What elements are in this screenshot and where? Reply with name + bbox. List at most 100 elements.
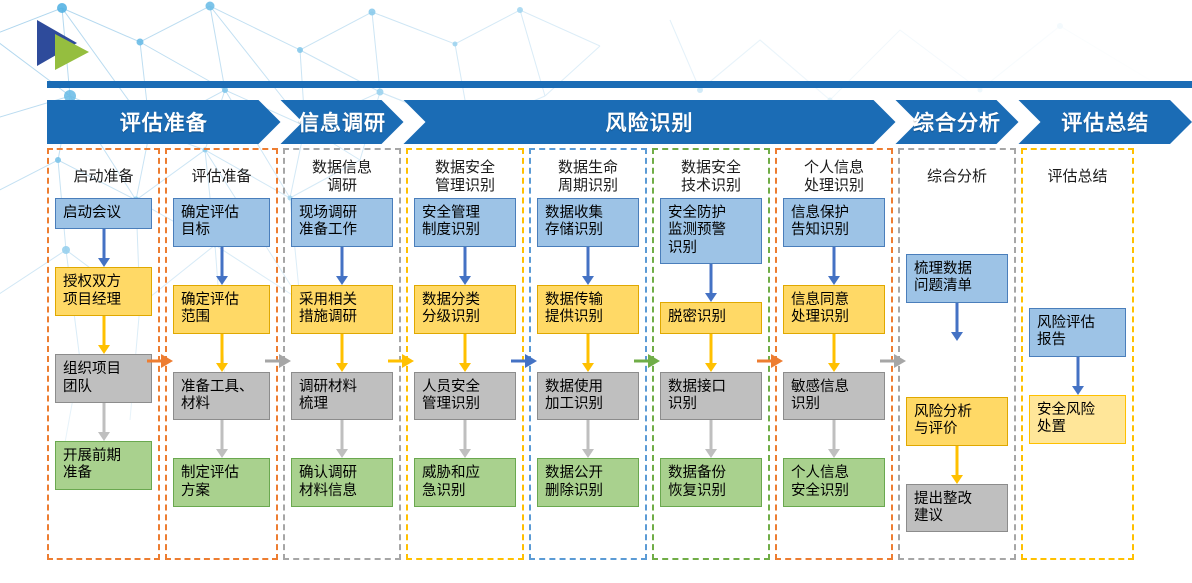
process-node[interactable]: 人员安全 管理识别 xyxy=(414,371,516,421)
process-columns: 启动准备启动会议授权双方 项目经理组织项目 团队开展前期 准备评估准备确定评估 … xyxy=(47,148,1192,560)
process-node[interactable]: 启动会议 xyxy=(55,198,152,230)
node-connector xyxy=(291,333,393,372)
stage-chevron[interactable] xyxy=(47,100,281,144)
process-node[interactable]: 信息保护 告知识别 xyxy=(783,198,885,247)
stage-label: 综合分析 xyxy=(913,112,1001,135)
process-node[interactable]: 数据分类 分级识别 xyxy=(414,284,516,334)
flow-arrow xyxy=(582,246,594,285)
process-node[interactable]: 数据接口 识别 xyxy=(660,371,762,421)
stage-banner-shapes xyxy=(47,100,1192,144)
process-node[interactable]: 安全管理 制度识别 xyxy=(414,198,516,247)
process-node[interactable]: 提出整改 建议 xyxy=(906,483,1008,533)
process-column-3: 数据信息 调研现场调研 准备工作采用相关 措施调研调研材料 梳理确认调研 材料信… xyxy=(283,148,401,560)
play-triangle-logo xyxy=(37,20,89,70)
process-node[interactable]: 采用相关 措施调研 xyxy=(291,284,393,334)
flow-arrow xyxy=(705,333,717,372)
node-connector xyxy=(414,246,516,285)
process-node[interactable]: 风险分析 与评价 xyxy=(906,396,1008,446)
process-node[interactable]: 开展前期 准备 xyxy=(55,440,152,490)
process-node[interactable]: 授权双方 项目经理 xyxy=(55,267,152,317)
stage-chevron[interactable] xyxy=(895,100,1019,144)
process-column-1: 启动准备启动会议授权双方 项目经理组织项目 团队开展前期 准备 xyxy=(47,148,160,560)
column-title: 评估总结 xyxy=(1047,168,1108,186)
node-connector xyxy=(906,445,1008,484)
process-node[interactable]: 风险评估 报告 xyxy=(1029,308,1126,357)
process-node[interactable]: 威胁和应 急识别 xyxy=(414,458,516,508)
node-connector xyxy=(1029,356,1126,395)
flow-arrow xyxy=(582,420,594,459)
node-connector xyxy=(783,333,885,372)
process-node[interactable]: 数据使用 加工识别 xyxy=(537,371,639,421)
process-node[interactable]: 数据备份 恢复识别 xyxy=(660,458,762,508)
flow-arrow xyxy=(97,402,110,441)
flow-arrow xyxy=(828,246,840,285)
column-connector-arrow xyxy=(147,352,173,370)
column-title: 个人信息 处理识别 xyxy=(803,159,864,194)
node-connector xyxy=(660,264,762,303)
flow-arrow xyxy=(459,333,471,372)
column-connector-arrow xyxy=(757,352,783,370)
column-connector-arrow xyxy=(634,352,660,370)
column-title: 启动准备 xyxy=(73,168,134,186)
node-connector xyxy=(414,333,516,372)
process-column-2: 评估准备确定评估 目标确定评估 范围准备工具、 材料制定评估 方案 xyxy=(165,148,278,560)
node-connector xyxy=(537,246,639,285)
process-node[interactable]: 现场调研 准备工作 xyxy=(291,198,393,247)
flow-arrow xyxy=(336,420,348,459)
stage-chevron[interactable] xyxy=(403,100,896,144)
process-node[interactable]: 制定评估 方案 xyxy=(173,458,270,508)
process-node[interactable]: 确认调研 材料信息 xyxy=(291,458,393,508)
column-connector-arrow xyxy=(511,352,537,370)
flow-arrow xyxy=(705,264,717,303)
process-node[interactable]: 数据传输 提供识别 xyxy=(537,284,639,334)
process-node[interactable]: 确定评估 范围 xyxy=(173,284,270,334)
process-node[interactable]: 组织项目 团队 xyxy=(55,354,152,403)
flow-arrow xyxy=(215,420,228,459)
process-node[interactable]: 敏感信息 识别 xyxy=(783,371,885,421)
stage-label: 评估准备 xyxy=(119,112,208,135)
node-connector xyxy=(173,333,270,372)
flow-arrow xyxy=(828,420,840,459)
node-connector xyxy=(906,302,1008,341)
stage-chevron[interactable] xyxy=(280,100,404,144)
node-connector xyxy=(291,420,393,459)
process-node[interactable]: 信息同意 处理识别 xyxy=(783,284,885,334)
process-node[interactable]: 数据收集 存储识别 xyxy=(537,198,639,247)
column-title: 数据生命 周期识别 xyxy=(557,159,618,194)
flow-arrow xyxy=(582,333,594,372)
node-connector xyxy=(55,402,152,441)
flow-arrow xyxy=(705,420,717,459)
process-column-4: 数据安全 管理识别安全管理 制度识别数据分类 分级识别人员安全 管理识别威胁和应… xyxy=(406,148,524,560)
node-connector xyxy=(783,246,885,285)
node-connector xyxy=(537,333,639,372)
process-node[interactable]: 安全防护 监测预警 识别 xyxy=(660,198,762,265)
header-rule xyxy=(47,81,1192,88)
stage-label: 风险识别 xyxy=(605,112,694,135)
process-node[interactable]: 脱密识别 xyxy=(660,302,762,334)
flow-arrow xyxy=(97,229,110,268)
process-node[interactable]: 确定评估 目标 xyxy=(173,198,270,247)
column-connector-arrow xyxy=(388,352,414,370)
flow-arrow xyxy=(459,246,471,285)
flow-arrow xyxy=(951,302,963,341)
column-title: 数据安全 技术识别 xyxy=(680,159,741,194)
stage-chevron[interactable] xyxy=(1018,100,1192,144)
process-column-8: 综合分析梳理数据 问题清单风险分析 与评价提出整改 建议 xyxy=(898,148,1016,560)
node-connector xyxy=(660,333,762,372)
column-connector-arrow xyxy=(880,352,906,370)
process-node[interactable]: 梳理数据 问题清单 xyxy=(906,254,1008,303)
process-node[interactable]: 准备工具、 材料 xyxy=(173,371,270,421)
node-connector xyxy=(173,246,270,285)
flow-arrow xyxy=(828,333,840,372)
node-connector xyxy=(291,246,393,285)
flow-arrow xyxy=(336,333,348,372)
process-node[interactable]: 个人信息 安全识别 xyxy=(783,458,885,508)
node-connector xyxy=(55,229,152,268)
process-node[interactable]: 安全风险 处置 xyxy=(1029,394,1126,444)
flow-arrow xyxy=(1071,356,1084,395)
column-title: 数据信息 调研 xyxy=(311,159,372,194)
logo-green-triangle xyxy=(55,34,89,70)
process-node[interactable]: 数据公开 删除识别 xyxy=(537,458,639,508)
process-node[interactable]: 调研材料 梳理 xyxy=(291,371,393,421)
process-column-6: 数据安全 技术识别安全防护 监测预警 识别脱密识别数据接口 识别数据备份 恢复识… xyxy=(652,148,770,560)
